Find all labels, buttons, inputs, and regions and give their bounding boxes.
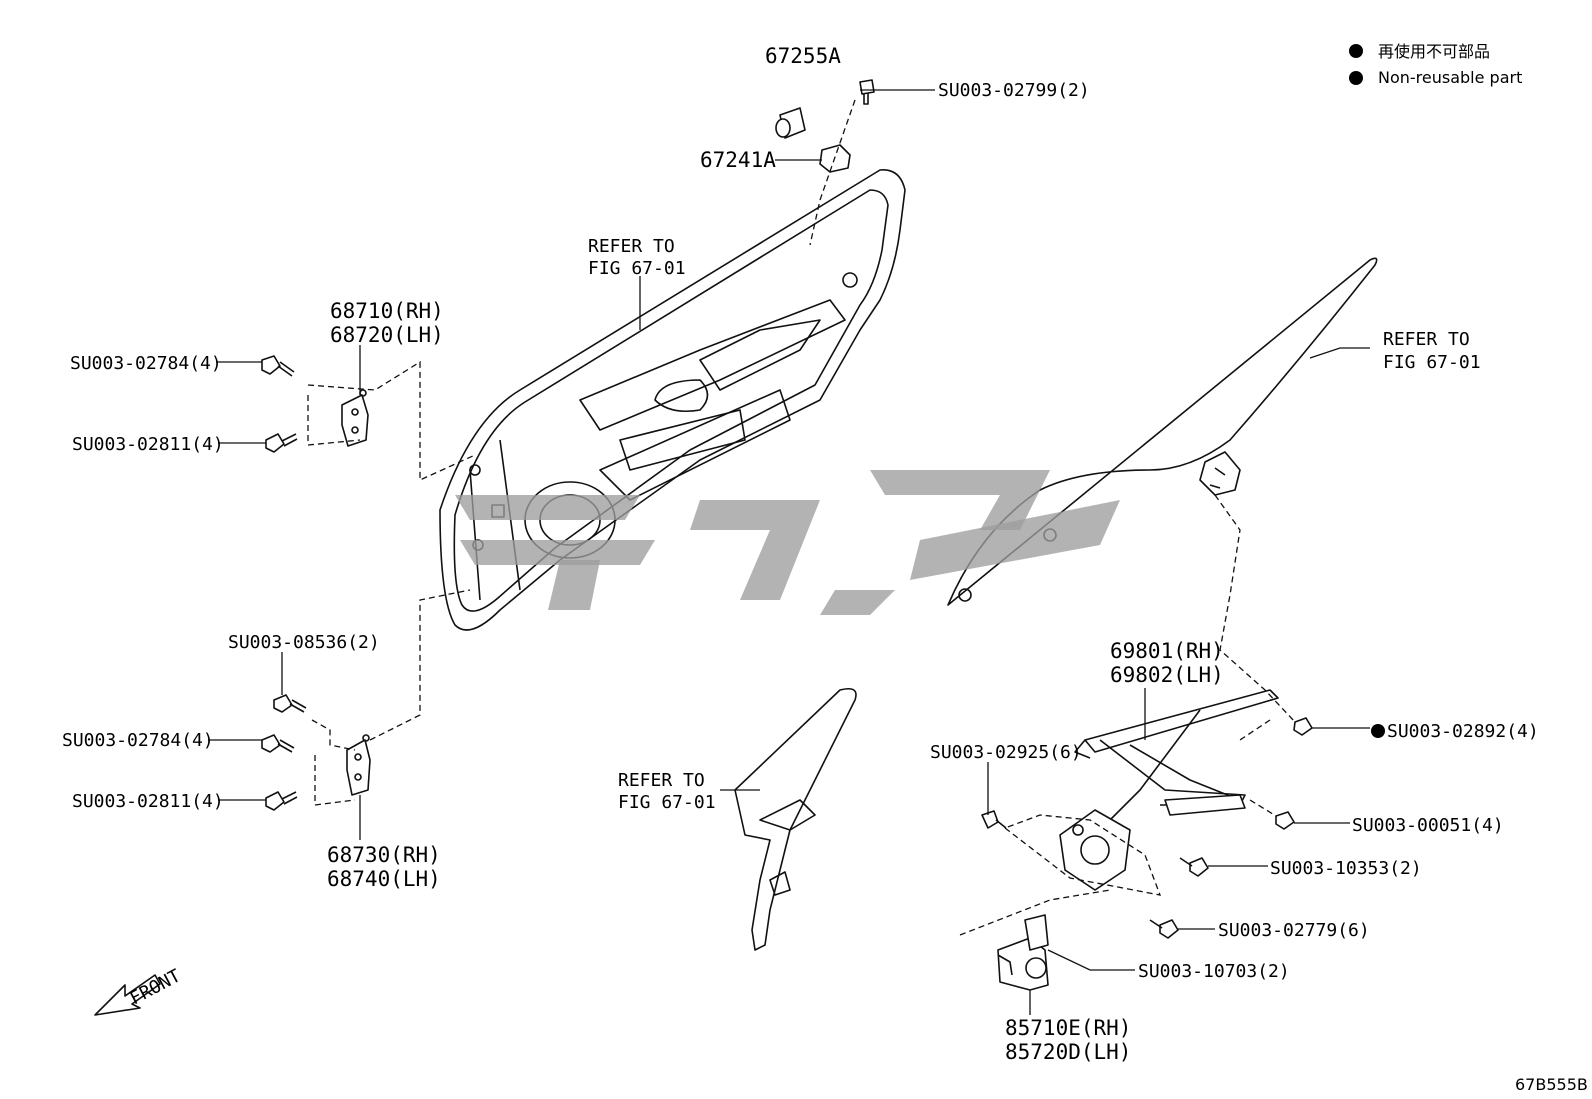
bolt-lower-1	[273, 694, 307, 713]
label-su003-02779: SU003-02779(6)	[1218, 920, 1370, 941]
label-refer-door-1: REFER TO	[588, 236, 675, 257]
label-69801: 69801(RH)	[1110, 639, 1224, 663]
label-su003-10703: SU003-10703(2)	[1138, 961, 1290, 982]
label-refer-sash-1: REFER TO	[618, 770, 705, 791]
front-arrow-icon	[94, 974, 161, 1016]
bolt-su003-02799	[859, 79, 875, 105]
nut-su003-00051	[1275, 811, 1295, 830]
label-su003-02811-top: SU003-02811(4)	[72, 434, 224, 455]
non-reusable-bullet-icon	[1349, 71, 1363, 85]
door-sash	[734, 687, 857, 951]
bolt-upper-2	[265, 433, 298, 453]
label-68740: 68740(LH)	[327, 867, 441, 891]
label-85720d: 85720D(LH)	[1005, 1040, 1131, 1064]
label-su003-02799: SU003-02799(2)	[938, 80, 1090, 101]
lower-hinge	[346, 734, 371, 796]
watermark-logo	[455, 470, 1120, 615]
label-su003-02784-bot: SU003-02784(4)	[62, 730, 214, 751]
nut-su003-02892	[1293, 717, 1313, 736]
non-reusable-bullet-icon	[1349, 44, 1363, 58]
bolt-lower-3	[265, 791, 298, 811]
bolt-su003-02779	[1149, 919, 1179, 939]
window-regulator	[1059, 689, 1279, 891]
bolt-su003-10353	[1179, 857, 1209, 877]
label-front: FRONT	[126, 965, 184, 1009]
label-85710e: 85710E(RH)	[1005, 1016, 1131, 1040]
label-68730: 68730(RH)	[327, 843, 441, 867]
label-su003-08536: SU003-08536(2)	[228, 632, 380, 653]
label-su003-02811-bot: SU003-02811(4)	[72, 791, 224, 812]
legend-line-2: Non-reusable part	[1378, 68, 1522, 87]
label-su003-02892: SU003-02892(4)	[1387, 721, 1539, 742]
bolt-upper-1	[261, 355, 295, 377]
window-motor	[997, 914, 1049, 991]
label-su003-00051: SU003-00051(4)	[1352, 815, 1504, 836]
legend: 再使用不可部品 Non-reusable part	[1349, 42, 1522, 87]
non-reusable-bullet-icon	[1371, 724, 1385, 738]
leader-lines	[208, 89, 1370, 1015]
bolt-lower-2	[261, 734, 295, 753]
label-67255a: 67255A	[765, 44, 841, 68]
label-refer-glass-2: FIG 67-01	[1383, 352, 1481, 373]
upper-hinge	[341, 389, 369, 447]
label-refer-glass-1: REFER TO	[1383, 329, 1470, 350]
assembly-lines	[307, 99, 1296, 936]
label-refer-door-2: FIG 67-01	[588, 258, 686, 279]
bolt-su003-02925	[981, 810, 1007, 829]
figure-code: 67B555B	[1515, 1075, 1588, 1094]
part-67255a	[775, 107, 806, 139]
label-68710: 68710(RH)	[330, 299, 444, 323]
label-refer-sash-2: FIG 67-01	[618, 792, 716, 813]
label-su003-02925: SU003-02925(6)	[930, 742, 1082, 763]
label-69802: 69802(LH)	[1110, 663, 1224, 687]
label-68720: 68720(LH)	[330, 323, 444, 347]
label-67241a: 67241A	[700, 148, 776, 172]
label-su003-10353: SU003-10353(2)	[1270, 858, 1422, 879]
labels: 67255A SU003-02799(2) 67241A REFER TO FI…	[62, 44, 1588, 1094]
label-su003-02784-top: SU003-02784(4)	[70, 353, 222, 374]
legend-line-1: 再使用不可部品	[1378, 42, 1490, 61]
